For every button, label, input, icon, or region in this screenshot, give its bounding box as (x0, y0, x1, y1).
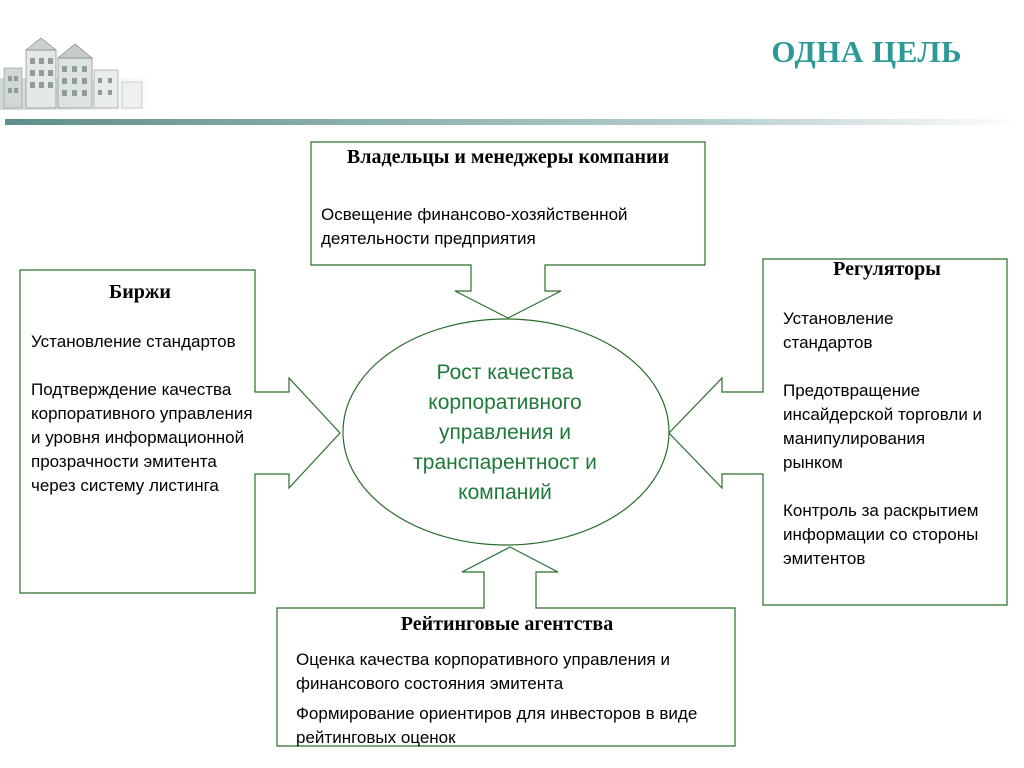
regulators-callout-box (668, 258, 1008, 606)
owners-title: Владельцы и менеджеры компании (346, 146, 670, 168)
page-title: ОДНА ЦЕЛЬ (771, 34, 962, 69)
rating-item: Формирование ориентиров для инвесторов в… (296, 704, 698, 747)
exchanges-title: Биржи (109, 281, 171, 303)
regulators-title: Регуляторы (833, 258, 941, 280)
building-logo-icon (0, 37, 156, 110)
regulators-item: Установление стандартов (783, 309, 894, 352)
rating-callout-box (276, 546, 736, 747)
header-divider (5, 119, 1024, 125)
exchanges-text: Установление стандартов Подтверждение ка… (31, 330, 253, 498)
center-goal-text: Рост качества корпоративного управления … (413, 361, 597, 504)
center-goal-ellipse (342, 318, 670, 546)
regulators-text: Установление стандартов Предотвращение и… (783, 307, 983, 571)
rating-title: Рейтинговые агентства (400, 613, 614, 635)
exchanges-callout-box (19, 269, 341, 594)
rating-item: Оценка качества корпоративного управлени… (296, 650, 670, 693)
exchanges-item: Установление стандартов (31, 332, 236, 351)
regulators-item: Предотвращение инсайдерской торговли и м… (783, 381, 983, 472)
owners-callout-box (310, 141, 706, 319)
owners-item: Освещение финансово-хозяйственной деятел… (321, 205, 628, 248)
exchanges-item: Подтверждение качества корпоративного уп… (31, 380, 253, 495)
rating-text: Оценка качества корпоративного управлени… (296, 648, 724, 750)
regulators-item: Контроль за раскрытием информации со сто… (783, 501, 979, 568)
owners-text: Освещение финансово-хозяйственной деятел… (321, 203, 701, 251)
